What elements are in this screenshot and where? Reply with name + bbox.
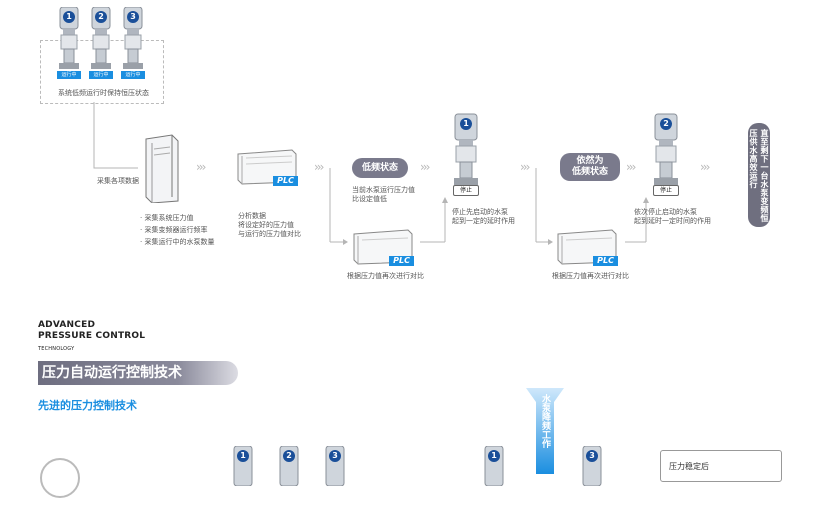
pump-status-tag: 运行中 (57, 71, 81, 79)
stable-label: 压力稳定后 (669, 462, 709, 471)
low-frequency-note: 当前水泵运行压力值 比设定值低 (352, 186, 415, 204)
pump-1-stopped: 1 停止 (451, 112, 481, 196)
pump-stop-tag: 停止 (653, 185, 679, 196)
pump-3-bottom: 3 (323, 446, 347, 516)
recompare-label: 根据压力值再次进行对比 (347, 272, 424, 280)
plc-label: PLC (273, 176, 298, 186)
final-state-pill: 直至剩下一台水泵变频恒压供水高效运行 (748, 123, 770, 227)
frequency-down-arrow: 水泵降频工作 (526, 388, 564, 474)
pump-status-tag: 运行中 (89, 71, 113, 79)
collect-items-list: · 采集系统压力值 · 采集变频器运行频率 · 采集运行中的水泵数量 (140, 212, 214, 248)
pump-number-badge: 2 (660, 118, 672, 130)
pump-number-badge: 3 (586, 450, 598, 462)
plc-label: PLC (389, 256, 414, 266)
flow-arrow-icon: ››› (700, 160, 711, 174)
pump-1-running: 1 运行中 (57, 7, 81, 79)
pump-3-running: 3 运行中 (121, 7, 145, 79)
pump-number-badge: 1 (460, 118, 472, 130)
section-subtitle: 先进的压力控制技术 (38, 399, 137, 412)
pump-2-stopped: 2 停止 (651, 112, 681, 196)
pump2-note: 依次停止启动的水泵 起到延时一定时间的作用 (634, 208, 711, 226)
low-frequency-state-pill: 低频状态 (352, 158, 408, 178)
pump-status-tag: 运行中 (121, 71, 145, 79)
section-en-line: ADVANCED (38, 320, 96, 330)
flow-connectors (93, 102, 649, 245)
pressure-stable-box: 压力稳定后 (660, 450, 782, 482)
final-state-text: 直至剩下一台水泵变频恒压供水高效运行 (749, 129, 769, 223)
pump-number-badge: 2 (95, 11, 107, 23)
flow-arrow-icon: ››› (420, 160, 431, 174)
pump-number-badge: 2 (283, 450, 295, 462)
note-line: 依次停止启动的水泵 (634, 208, 697, 216)
analyze-line: 分析数据 (238, 212, 266, 220)
dashed-caption: 系统低频运行时保持恒压状态 (58, 89, 149, 97)
flow-arrow-icon: ››› (520, 160, 531, 174)
plc-label: PLC (593, 256, 618, 266)
pump-2-running: 2 运行中 (89, 7, 113, 79)
section-en-line: TECHNOLOGY (38, 346, 75, 352)
plc-unit: PLC (352, 228, 414, 266)
flow-arrow-icon: ››› (196, 160, 207, 174)
collect-item: · 采集变频器运行频率 (140, 226, 208, 234)
flow-arrow-icon: ››› (626, 160, 637, 174)
note-line: 起到延时一定时间的作用 (634, 217, 711, 225)
pump1-note: 停止先启动的水泵 起到一定的延时作用 (452, 208, 515, 226)
pump-number-badge: 3 (329, 450, 341, 462)
pump-number-badge: 1 (63, 11, 75, 23)
pump-number-badge: 1 (488, 450, 500, 462)
note-line: 当前水泵运行压力值 (352, 186, 415, 194)
collect-label: 采集各项数据 (97, 177, 139, 185)
plc-unit: PLC (236, 148, 298, 186)
note-line: 比设定值低 (352, 195, 387, 203)
section-en-line: PRESSURE CONTROL (38, 331, 146, 341)
pressure-gauge-icon (40, 458, 80, 498)
note-line: 停止先启动的水泵 (452, 208, 508, 216)
pump-1-bottom-right: 1 (482, 446, 506, 516)
recompare-label: 根据压力值再次进行对比 (552, 272, 629, 280)
flow-arrow-icon: ››› (314, 160, 325, 174)
section-title: 压力自动运行控制技术 (38, 361, 238, 385)
collect-item: · 采集系统压力值 (140, 214, 194, 222)
pill-line: 依然为 (576, 156, 604, 166)
still-low-frequency-pill: 依然为 低频状态 (560, 153, 620, 181)
control-cabinet (142, 133, 182, 204)
note-line: 起到一定的延时作用 (452, 217, 515, 225)
pump-stop-tag: 停止 (453, 185, 479, 196)
pump-1-bottom: 1 (231, 446, 255, 516)
collect-item: · 采集运行中的水泵数量 (140, 238, 215, 246)
pump-number-badge: 3 (127, 11, 139, 23)
arrow-text: 水泵降频工作 (540, 394, 550, 448)
pill-line: 低频状态 (571, 167, 608, 177)
plc-unit: PLC (556, 228, 618, 266)
analyze-text: 分析数据 将设定好的压力值 与运行的压力值对比 (238, 212, 301, 239)
pump-3-bottom-right: 3 (580, 446, 604, 516)
pump-2-bottom: 2 (277, 446, 301, 516)
analyze-line: 将设定好的压力值 (238, 221, 294, 229)
analyze-line: 与运行的压力值对比 (238, 230, 301, 238)
pump-number-badge: 1 (237, 450, 249, 462)
